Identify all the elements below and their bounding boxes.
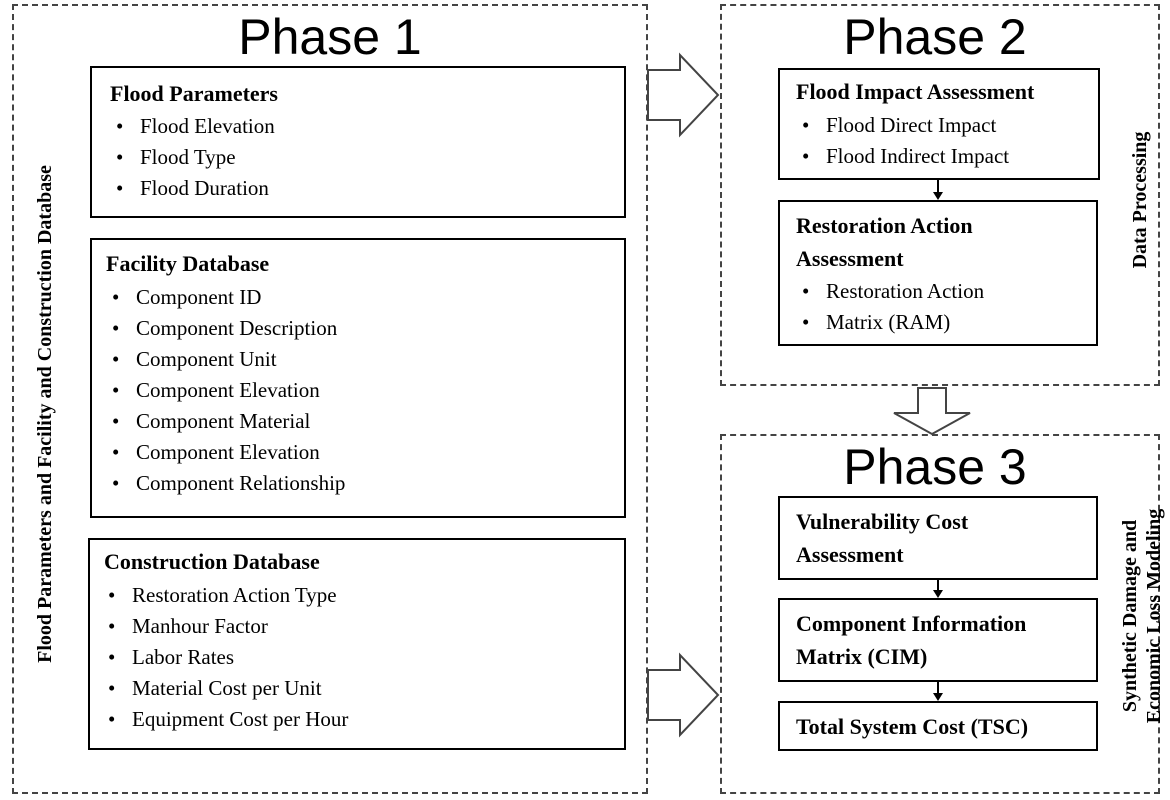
vulnerability-line1: Vulnerability Cost bbox=[796, 509, 969, 534]
construction-database-list: Restoration Action Type Manhour Factor L… bbox=[104, 580, 348, 735]
vulnerability-cost-assessment-box: Vulnerability Cost Assessment bbox=[778, 496, 1098, 580]
phase1-container bbox=[12, 4, 648, 794]
arrow-vulnerability-to-cim bbox=[933, 580, 943, 598]
arrow-cim-to-tsc bbox=[933, 682, 943, 701]
arrow-phase2-to-phase3 bbox=[893, 387, 971, 436]
list-item: Restoration Action bbox=[798, 276, 984, 307]
list-item: Flood Direct Impact bbox=[798, 110, 1009, 141]
construction-database-box: Construction Database Restoration Action… bbox=[88, 538, 626, 750]
flood-parameters-box: Flood Parameters Flood Elevation Flood T… bbox=[90, 66, 626, 218]
list-item: Component Elevation bbox=[108, 437, 345, 468]
phase3-side-label-line1: Synthetic Damage and bbox=[1119, 519, 1141, 713]
list-item: Component Description bbox=[108, 313, 345, 344]
arrow-flood-impact-to-restoration bbox=[933, 180, 943, 200]
restoration-header-line2: Assessment bbox=[796, 246, 904, 271]
restoration-header-line1: Restoration Action bbox=[796, 213, 973, 238]
phase3-side-label: Synthetic Damage and Economic Loss Model… bbox=[1118, 466, 1166, 766]
list-item: Material Cost per Unit bbox=[104, 673, 348, 704]
flood-impact-header: Flood Impact Assessment bbox=[796, 79, 1035, 104]
phase3-container bbox=[720, 434, 1160, 794]
cim-line1: Component Information bbox=[796, 611, 1027, 636]
construction-database-header: Construction Database bbox=[104, 549, 320, 574]
list-item: Equipment Cost per Hour bbox=[104, 704, 348, 735]
list-item-continuation-text: Matrix (RAM) bbox=[826, 310, 951, 334]
phase2-title: Phase 2 bbox=[843, 9, 1027, 65]
facility-database-list: Component ID Component Description Compo… bbox=[108, 282, 345, 499]
list-item: Manhour Factor bbox=[104, 611, 348, 642]
phase2-container bbox=[720, 4, 1160, 386]
list-item: Component ID bbox=[108, 282, 345, 313]
phase3-title: Phase 3 bbox=[843, 439, 1027, 495]
list-item: Component Material bbox=[108, 406, 345, 437]
phase1-side-label: Flood Parameters and Facility and Constr… bbox=[34, 165, 56, 663]
list-item: Labor Rates bbox=[104, 642, 348, 673]
total-system-cost-box: Total System Cost (TSC) bbox=[778, 701, 1098, 751]
component-information-matrix-box: Component Information Matrix (CIM) bbox=[778, 598, 1098, 682]
list-item: Flood Duration bbox=[112, 173, 275, 204]
phase3-side-label-line2: Economic Loss Modeling bbox=[1143, 508, 1165, 724]
list-item-continuation: Matrix (RAM) bbox=[798, 307, 984, 338]
list-item: Restoration Action Type bbox=[104, 580, 348, 611]
facility-database-box: Facility Database Component ID Component… bbox=[90, 238, 626, 518]
facility-database-header: Facility Database bbox=[106, 251, 270, 276]
phase2-side-label: Data Processing bbox=[1129, 131, 1151, 269]
vulnerability-line2: Assessment bbox=[796, 542, 904, 567]
list-item: Flood Indirect Impact bbox=[798, 141, 1009, 172]
list-item: Component Unit bbox=[108, 344, 345, 375]
arrow-phase1-to-phase2 bbox=[647, 52, 720, 138]
list-item: Flood Type bbox=[112, 142, 275, 173]
restoration-list: Restoration Action Matrix (RAM) bbox=[798, 276, 984, 338]
list-item: Flood Elevation bbox=[112, 111, 275, 142]
cim-line2: Matrix (CIM) bbox=[796, 644, 928, 669]
restoration-action-assessment-box: Restoration Action Assessment Restoratio… bbox=[778, 200, 1098, 346]
arrow-phase1-to-phase3 bbox=[647, 652, 720, 738]
flood-parameters-header: Flood Parameters bbox=[110, 81, 278, 106]
tsc-label: Total System Cost (TSC) bbox=[796, 714, 1029, 739]
flood-impact-list: Flood Direct Impact Flood Indirect Impac… bbox=[798, 110, 1009, 172]
list-item: Component Relationship bbox=[108, 468, 345, 499]
flood-parameters-list: Flood Elevation Flood Type Flood Duratio… bbox=[112, 111, 275, 204]
flood-impact-assessment-box: Flood Impact Assessment Flood Direct Imp… bbox=[778, 68, 1100, 180]
phase1-title: Phase 1 bbox=[238, 9, 422, 65]
list-item: Component Elevation bbox=[108, 375, 345, 406]
